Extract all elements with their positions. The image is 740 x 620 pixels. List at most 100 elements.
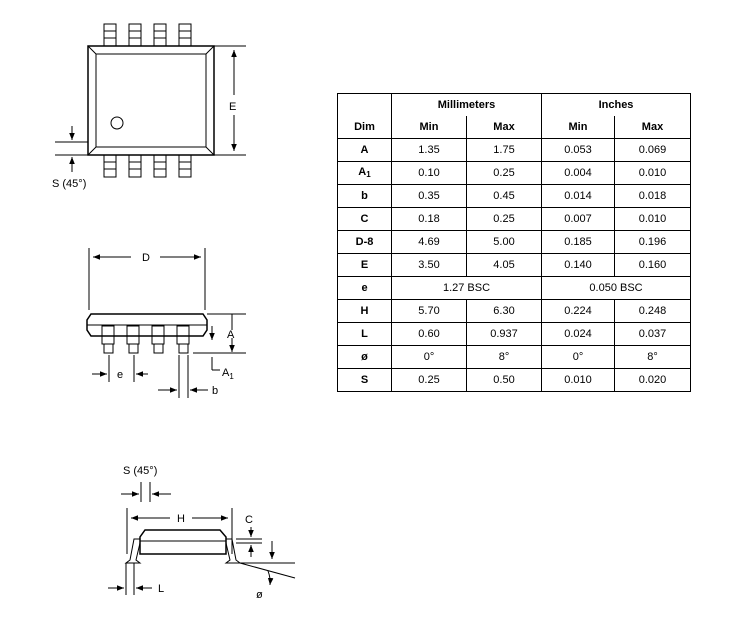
dim-cell: S	[337, 368, 392, 392]
in-min-cell: 0.224	[541, 299, 615, 323]
package-bevel	[95, 53, 207, 148]
mm-max-cell: 6.30	[466, 299, 542, 323]
in-max-cell: 0.020	[613, 368, 692, 392]
in-min-cell: 0.024	[541, 322, 615, 346]
in-min-cell: 0.014	[541, 184, 615, 208]
mm-min-cell: 0.18	[391, 207, 467, 231]
table-row: A 1.35 1.75 0.053 0.069	[337, 138, 692, 162]
table-column-header: Dim Min Max Min Max	[337, 116, 692, 139]
table-row: L 0.60 0.937 0.024 0.037	[337, 322, 692, 346]
label-b: b	[212, 385, 218, 397]
mm-min-cell: 0.10	[391, 161, 467, 185]
dim-cell: A1	[337, 161, 392, 185]
in-min-cell: 0.010	[541, 368, 615, 392]
mm-bsc-cell: 1.27 BSC	[391, 276, 542, 300]
table-row: D-8 4.69 5.00 0.185 0.196	[337, 230, 692, 254]
table-row: S 0.25 0.50 0.010 0.020	[337, 368, 692, 392]
label-E: E	[229, 101, 236, 113]
mm-min-cell: 1.35	[391, 138, 467, 162]
in-max-cell: 0.037	[613, 322, 692, 346]
header-mm-max: Max	[466, 116, 542, 139]
header-dim: Dim	[337, 116, 392, 139]
table-row: A1 0.10 0.25 0.004 0.010	[337, 161, 692, 185]
mm-max-cell: 5.00	[466, 230, 542, 254]
dim-cell: C	[337, 207, 392, 231]
mm-max-cell: 0.25	[466, 161, 542, 185]
dim-cell: E	[337, 253, 392, 277]
end-view	[108, 482, 296, 595]
label-D: D	[142, 252, 150, 264]
mm-min-cell: 5.70	[391, 299, 467, 323]
table-group-header: Millimeters Inches	[337, 93, 692, 116]
mm-min-cell: 4.69	[391, 230, 467, 254]
dim-cell: e	[337, 276, 392, 300]
dim-cell: A	[337, 138, 392, 162]
label-L: L	[158, 583, 164, 595]
label-H: H	[177, 513, 185, 525]
label-C: C	[245, 514, 253, 526]
mm-min-cell: 0°	[391, 345, 467, 369]
dim-cell: ø	[337, 345, 392, 369]
table-row: e 1.27 BSC 0.050 BSC	[337, 276, 692, 300]
dim-cell: D-8	[337, 230, 392, 254]
mm-max-cell: 0.50	[466, 368, 542, 392]
header-blank	[337, 93, 392, 116]
header-mm-min: Min	[391, 116, 467, 139]
header-inches: Inches	[540, 93, 692, 116]
in-max-cell: 0.010	[613, 161, 692, 185]
in-min-cell: 0.053	[541, 138, 615, 162]
mm-max-cell: 0.45	[466, 184, 542, 208]
mm-max-cell: 8°	[466, 345, 542, 369]
mm-max-cell: 4.05	[466, 253, 542, 277]
in-max-cell: 0.010	[613, 207, 692, 231]
label-A1: A1	[222, 367, 234, 381]
in-max-cell: 8°	[613, 345, 692, 369]
label-e: e	[117, 369, 123, 381]
in-max-cell: 0.018	[613, 184, 692, 208]
table-row: E 3.50 4.05 0.140 0.160	[337, 253, 692, 277]
label-S-top: S (45°)	[52, 178, 86, 190]
in-min-cell: 0.185	[541, 230, 615, 254]
label-S-end: S (45°)	[123, 465, 157, 477]
label-A: A	[227, 329, 235, 341]
dim-cell: H	[337, 299, 392, 323]
package-body-top	[87, 45, 215, 156]
header-millimeters: Millimeters	[391, 93, 542, 116]
in-max-cell: 0.196	[613, 230, 692, 254]
in-bsc-cell: 0.050 BSC	[540, 276, 692, 300]
gull-wing-lead-left	[124, 538, 142, 564]
header-in-min: Min	[541, 116, 615, 139]
mm-min-cell: 3.50	[391, 253, 467, 277]
in-max-cell: 0.069	[613, 138, 692, 162]
in-min-cell: 0.004	[541, 161, 615, 185]
bottom-pins	[103, 154, 192, 178]
side-view	[86, 248, 246, 398]
in-min-cell: 0.140	[541, 253, 615, 277]
dim-cell: L	[337, 322, 392, 346]
package-body-end	[139, 529, 227, 555]
mm-max-cell: 0.937	[466, 322, 542, 346]
dimension-table: Millimeters Inches Dim Min Max Min Max A…	[337, 93, 692, 392]
mm-min-cell: 0.35	[391, 184, 467, 208]
label-phi: ø	[256, 589, 263, 601]
top-pins	[103, 23, 192, 47]
header-in-max: Max	[613, 116, 692, 139]
package-body-side	[86, 313, 208, 337]
mm-max-cell: 0.25	[466, 207, 542, 231]
mm-max-cell: 1.75	[466, 138, 542, 162]
table-row: b 0.35 0.45 0.014 0.018	[337, 184, 692, 208]
dim-cell: b	[337, 184, 392, 208]
in-min-cell: 0.007	[541, 207, 615, 231]
table-row: ø 0° 8° 0° 8°	[337, 345, 692, 369]
side-leads	[101, 325, 190, 354]
in-max-cell: 0.248	[613, 299, 692, 323]
table-row: H 5.70 6.30 0.224 0.248	[337, 299, 692, 323]
top-view	[55, 23, 246, 178]
pin1-marker	[110, 116, 124, 130]
gull-wing-lead-right	[224, 538, 242, 564]
in-max-cell: 0.160	[613, 253, 692, 277]
mm-min-cell: 0.60	[391, 322, 467, 346]
mm-min-cell: 0.25	[391, 368, 467, 392]
table-row: C 0.18 0.25 0.007 0.010	[337, 207, 692, 231]
